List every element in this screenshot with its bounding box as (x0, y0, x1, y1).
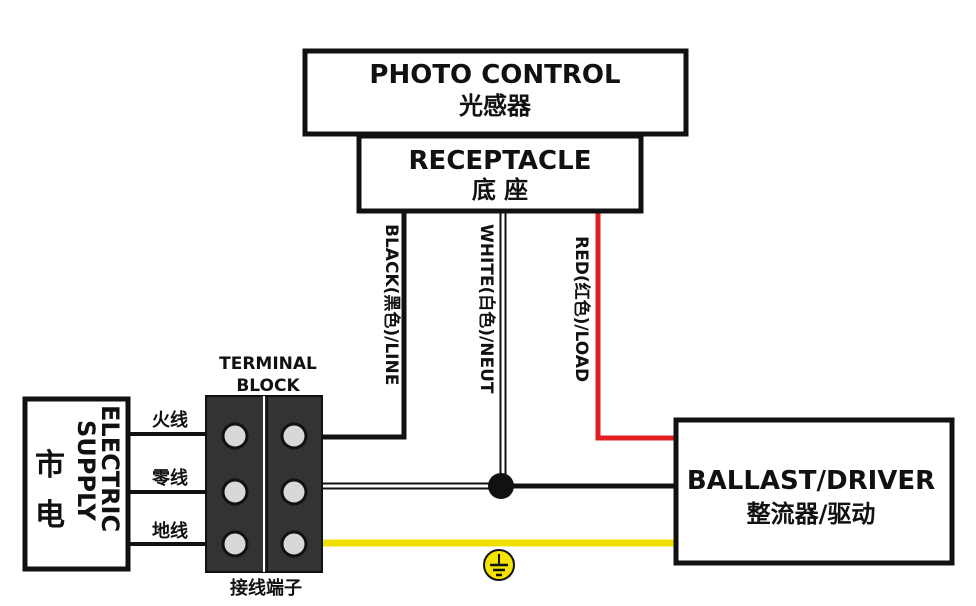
terminal-screw (221, 530, 249, 558)
black-line-wire (322, 212, 407, 440)
white-wire-label: WHITE(白色)/NEUT (476, 224, 497, 394)
terminal-block: TERMINAL BLOCK 接线端子 (205, 354, 323, 599)
terminal-block-caption: 接线端子 (230, 577, 302, 599)
white-neutral-wire-outline (322, 212, 507, 490)
neutral-junction-dot (488, 473, 514, 499)
supply-label-en-2: SUPPLY (72, 420, 100, 522)
receptacle-label: RECEPTACLE (409, 146, 592, 176)
photo-control-box: PHOTO CONTROL 光感器 (302, 48, 689, 137)
red-wire-label: RED(红色)/LOAD (571, 236, 592, 382)
neutral-label-cn: 零线 (151, 467, 188, 489)
earth-ground-icon (483, 549, 515, 581)
ballast-driver-box: BALLAST/DRIVER 整流器/驱动 (673, 417, 955, 566)
terminal-block-title-1: TERMINAL (219, 354, 317, 374)
terminal-block-title-2: BLOCK (236, 376, 300, 396)
red-load-wire (595, 212, 676, 441)
supply-label-cn-2: 电 (35, 498, 65, 533)
supply-label-cn-1: 市 (35, 448, 65, 483)
ballast-label: BALLAST/DRIVER (687, 466, 935, 496)
supply-label-en-1: ELECTRIC (96, 405, 124, 532)
white-neutral-wire (322, 212, 505, 488)
ground-label-cn: 地线 (152, 520, 188, 542)
terminal-screw (280, 478, 308, 506)
receptacle-box: RECEPTACLE 底 座 (356, 133, 644, 214)
electric-supply-box: 市 电 ELECTRIC SUPPLY (22, 396, 131, 572)
terminal-screw (221, 478, 249, 506)
live-label-cn: 火线 (152, 409, 188, 431)
photo-control-label-cn: 光感器 (458, 92, 532, 120)
terminal-screw (221, 422, 249, 450)
ballast-label-cn: 整流器/驱动 (747, 500, 876, 528)
receptacle-label-cn: 底 座 (472, 176, 528, 204)
photo-control-label: PHOTO CONTROL (369, 60, 620, 90)
terminal-screw (280, 530, 308, 558)
black-wire-label: BLACK(黑色)/LINE (381, 224, 402, 385)
terminal-screw (280, 422, 308, 450)
